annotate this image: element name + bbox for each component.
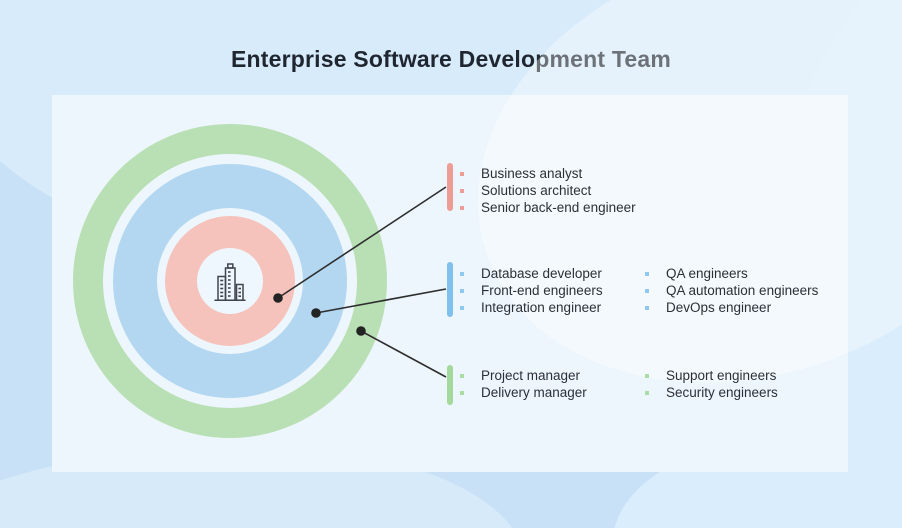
bullet-square-icon [645, 271, 649, 276]
core-team-accent-bar [447, 163, 453, 211]
bullet-square-icon [460, 271, 464, 276]
engineering-team-role-list-col2: QA engineers QA automation engineers Dev… [645, 265, 818, 316]
bullet-square-icon [645, 390, 649, 395]
role-label: QA engineers [666, 266, 748, 281]
role-label: QA automation engineers [666, 283, 819, 298]
role-item: Solutions architect [460, 182, 636, 199]
role-item: DevOps engineer [645, 299, 818, 316]
bullet-square-icon [460, 171, 464, 176]
role-item: Delivery manager [460, 384, 587, 401]
role-label: Integration engineer [481, 300, 602, 315]
bullet-square-icon [645, 305, 649, 310]
role-label: Support engineers [666, 368, 777, 383]
core-team-role-list: Business analyst Solutions architect Sen… [460, 165, 636, 216]
bullet-square-icon [460, 373, 464, 378]
bullet-square-icon [645, 373, 649, 378]
role-item: QA automation engineers [645, 282, 818, 299]
role-item: Database developer [460, 265, 603, 282]
management-team-role-list-col1: Project manager Delivery manager [460, 367, 587, 401]
company-buildings-icon [214, 263, 246, 301]
role-item: QA engineers [645, 265, 818, 282]
role-label: Solutions architect [481, 183, 592, 198]
role-item: Business analyst [460, 165, 636, 182]
role-label: Database developer [481, 266, 602, 281]
bullet-square-icon [460, 188, 464, 193]
role-label: Front-end engineers [481, 283, 603, 298]
engineering-team-role-list-col1: Database developer Front-end engineers I… [460, 265, 603, 316]
role-item: Integration engineer [460, 299, 603, 316]
role-item: Senior back-end engineer [460, 199, 636, 216]
bullet-square-icon [460, 390, 464, 395]
management-team-accent-bar [447, 365, 453, 405]
management-team-role-list-col2: Support engineers Security engineers [645, 367, 778, 401]
role-item: Project manager [460, 367, 587, 384]
role-label: Delivery manager [481, 385, 587, 400]
engineering-team-accent-bar [447, 262, 453, 317]
role-item: Support engineers [645, 367, 778, 384]
role-item: Front-end engineers [460, 282, 603, 299]
role-label: DevOps engineer [666, 300, 772, 315]
bullet-square-icon [460, 288, 464, 293]
role-item: Security engineers [645, 384, 778, 401]
bullet-square-icon [645, 288, 649, 293]
ring-center-white [197, 248, 263, 314]
bullet-square-icon [460, 305, 464, 310]
role-label: Business analyst [481, 166, 583, 181]
page-title: Enterprise Software Development Team [230, 46, 672, 72]
role-label: Security engineers [666, 385, 778, 400]
role-label: Project manager [481, 368, 581, 383]
role-label: Senior back-end engineer [481, 200, 636, 215]
bullet-square-icon [460, 205, 464, 210]
